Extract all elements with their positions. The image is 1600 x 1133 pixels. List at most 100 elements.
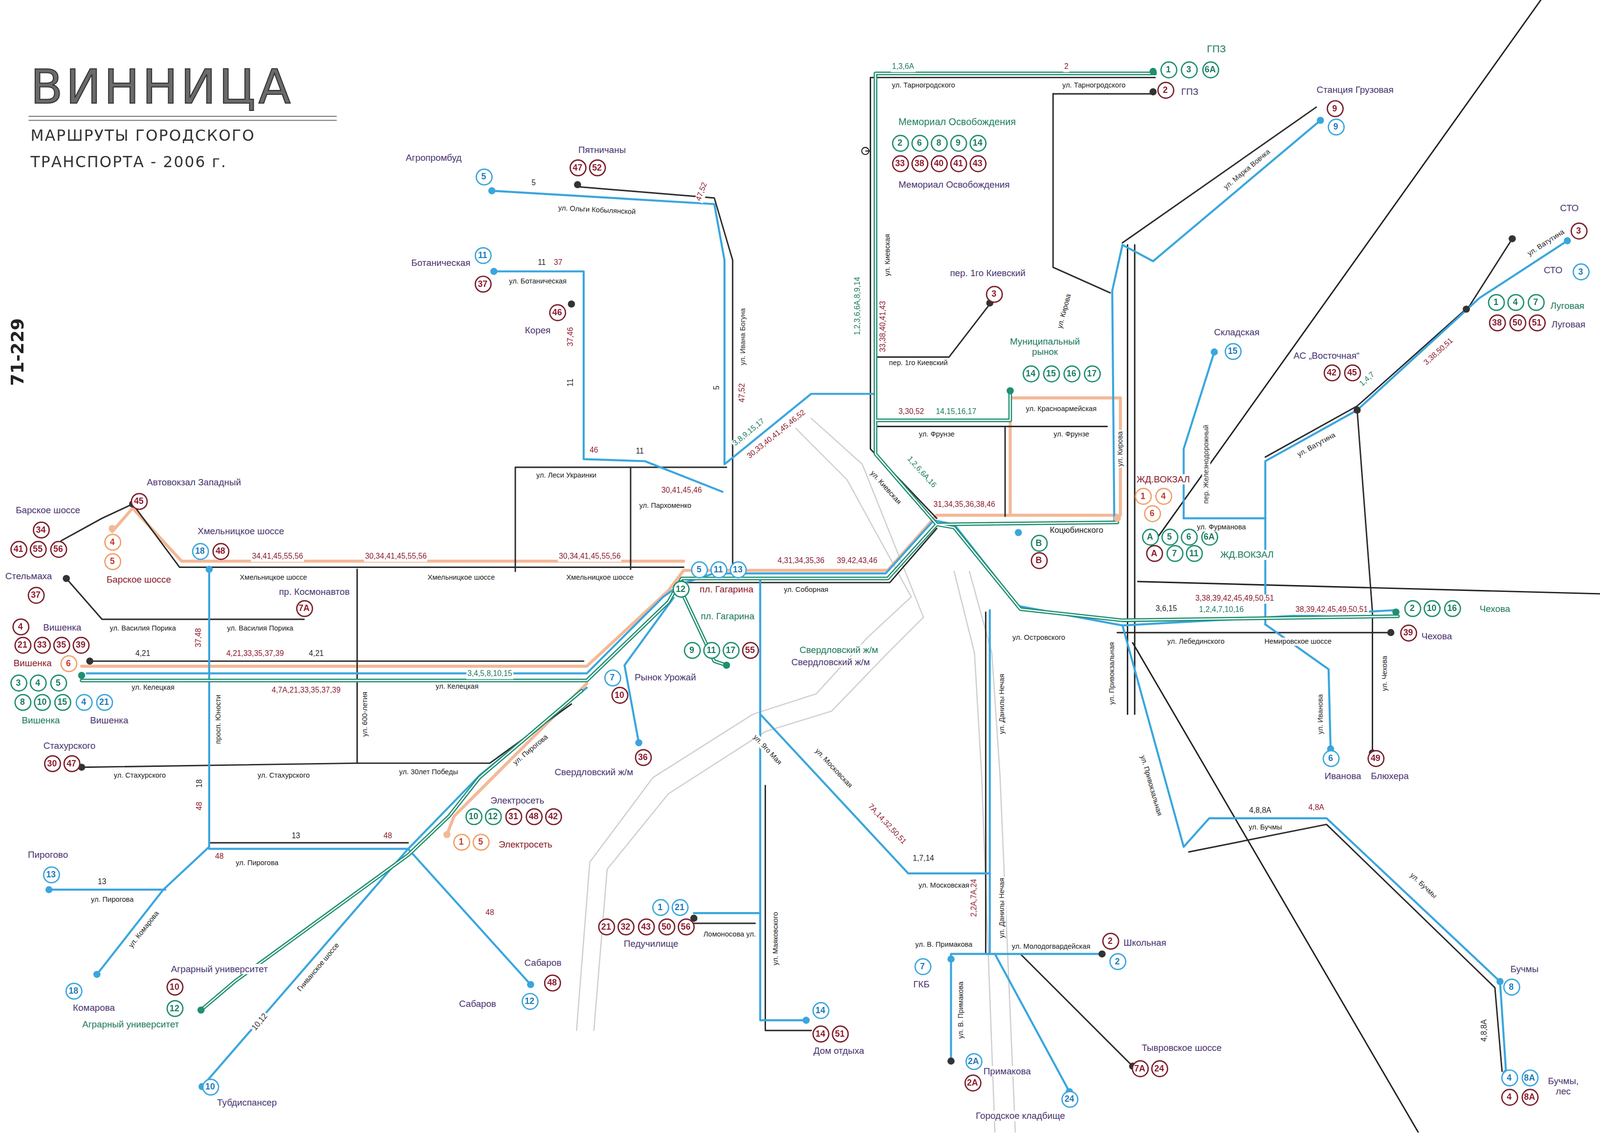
bus-route-line	[91, 660, 584, 662]
route-number: 1	[657, 901, 663, 913]
circle-shape	[1144, 505, 1161, 522]
route-number-circle: 39	[1399, 623, 1417, 641]
trolleybus-route-line	[1183, 517, 1266, 520]
bus-route-line	[515, 467, 727, 572]
circle-shape	[53, 636, 69, 653]
bus-route-line	[1122, 107, 1317, 243]
stop-name: Примакова	[982, 1066, 1032, 1077]
route-number: 11	[706, 644, 717, 656]
circle-shape	[678, 918, 694, 935]
route-numbers: 3,30,52	[897, 407, 925, 417]
circle-shape	[544, 974, 560, 991]
route-number: 10	[169, 981, 180, 992]
street-name: ул. Келецкая	[130, 683, 176, 692]
route-number: 42	[1326, 367, 1337, 378]
stop-name: Комарова	[71, 1003, 116, 1014]
route-number-circle: 56	[49, 540, 67, 558]
stop-name: Аграрный университет	[81, 1019, 180, 1031]
route-number: 16	[1446, 603, 1457, 614]
street-name: ул. Ботаническая	[507, 277, 568, 286]
stop-name: Барское шоссе	[14, 504, 82, 516]
route-number: 5	[478, 836, 483, 848]
tram-route-gap	[81, 524, 1399, 681]
route-number-circle: 5	[1160, 527, 1178, 546]
circle-shape	[598, 918, 614, 935]
circle-shape	[1323, 364, 1340, 381]
circle-shape	[1063, 365, 1080, 382]
route-number-circle: 7	[1527, 293, 1545, 311]
street-name: ул. В. Примакова	[957, 980, 966, 1040]
stop-name: Иванова	[1323, 771, 1363, 783]
route-number-circle: 6	[1321, 749, 1339, 767]
route-number-circle: 6	[1180, 527, 1198, 546]
route-numbers: 48	[195, 800, 205, 812]
street-name: ул. Ватутина	[1525, 227, 1567, 259]
circle-shape	[54, 694, 70, 710]
circle-shape	[617, 918, 634, 935]
circle-shape	[1132, 1060, 1148, 1076]
route-number-circle: 7А	[1131, 1059, 1149, 1077]
route-number: В	[1035, 537, 1043, 548]
stop-name: Электросеть	[497, 839, 554, 851]
route-number: 6	[1149, 508, 1155, 519]
route-numbers: 30,33,40,41,45,46,52	[745, 407, 809, 462]
route-number-circle: В	[1030, 551, 1048, 569]
route-numbers: 3,6,15	[1154, 604, 1179, 614]
route-number: 5	[696, 564, 702, 575]
circle-shape	[72, 636, 89, 653]
stop-name: Чехова	[1420, 631, 1454, 643]
circle-shape	[1367, 750, 1384, 767]
circle-shape	[1022, 365, 1039, 382]
route-number: 41	[13, 544, 24, 555]
route-number-circle: 55	[741, 641, 759, 659]
stop-name: Мемориал Освобождения	[897, 179, 1011, 191]
route-numbers: 48	[214, 852, 225, 862]
route-number-circle: 2	[1403, 599, 1421, 617]
route-numbers: 4,21	[307, 649, 326, 659]
street-name: ул. Комарова	[126, 908, 162, 951]
route-number: 6А	[1204, 64, 1216, 75]
route-number: 14	[815, 1005, 826, 1016]
trolleybus-route-line	[209, 848, 409, 851]
route-number: 3	[1578, 266, 1583, 277]
circle-shape	[202, 1078, 219, 1095]
route-number-circle: 43	[637, 918, 655, 936]
route-number-circle: 18	[65, 982, 83, 1000]
route-number: 31	[508, 810, 519, 822]
route-number-circle: 1	[1134, 487, 1152, 505]
route-number: 14	[1025, 368, 1036, 379]
circle-shape	[1521, 1089, 1538, 1105]
stop-dot	[635, 739, 643, 747]
route-number: 2	[1162, 84, 1168, 95]
circle-shape	[652, 899, 668, 916]
route-number-circle: 10	[165, 978, 183, 996]
route-number-circle: 8А	[1520, 1069, 1538, 1087]
circle-shape	[1202, 61, 1219, 78]
street-name: ул. Данилы Нечая	[997, 673, 1007, 736]
street-name: ул. Соборная	[782, 585, 830, 594]
stop-name: Хмельницкое шоссе	[196, 526, 285, 538]
route-number: 35	[56, 639, 66, 651]
bus-route-line	[1188, 824, 1503, 1072]
route-number-circle: 11	[1184, 544, 1203, 562]
circle-shape	[611, 686, 628, 703]
street-name: ул. Бучмы	[1247, 823, 1284, 832]
stop-dot	[488, 187, 496, 195]
trolleybus-route-line	[96, 571, 210, 975]
circle-shape	[1400, 624, 1417, 641]
stop-name: Тывровское шоссе	[1140, 1042, 1223, 1054]
street-name: ул. Чехова	[1380, 654, 1389, 692]
circle-shape	[683, 642, 700, 658]
circle-shape	[1570, 222, 1587, 239]
stop-name: Автовокзал Западный	[145, 477, 242, 489]
circle-shape	[892, 134, 908, 151]
route-number: 48	[547, 977, 557, 988]
stop-name: Педучилище	[622, 938, 680, 950]
route-number-circle: 37	[474, 275, 492, 293]
street-name: ул. Московская	[812, 746, 855, 791]
route-number: 10	[37, 697, 47, 708]
route-number-circle: 56	[677, 918, 695, 936]
street-name: ул. Стахурского	[112, 771, 168, 780]
route-number-circle: 55	[28, 540, 46, 558]
